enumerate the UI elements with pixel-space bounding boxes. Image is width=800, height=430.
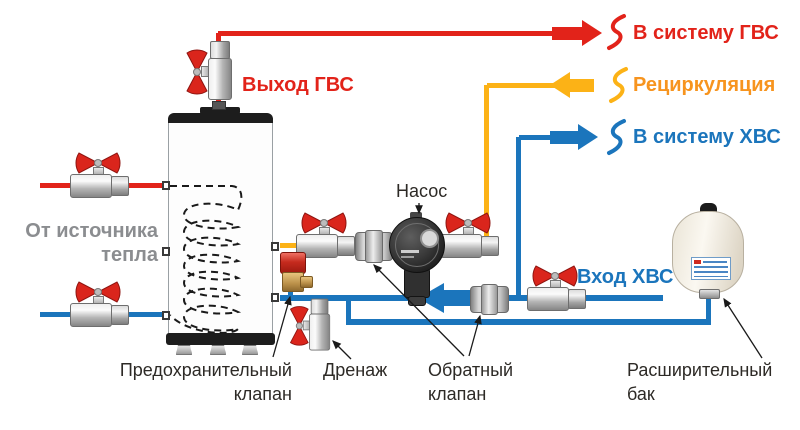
boiler-stub-heat-in — [162, 181, 170, 190]
pipe-bypass-riser — [346, 299, 351, 324]
check-valve-line2: клапан — [428, 384, 487, 404]
valve-handle-icon — [186, 49, 208, 95]
boiler-foot — [176, 345, 192, 355]
cold-check-valve — [470, 284, 509, 315]
valve-handle-icon — [75, 281, 121, 303]
recirc-valve-right — [440, 212, 499, 258]
valve-body — [208, 58, 232, 100]
heading-to-gvs: В систему ГВС — [633, 22, 779, 44]
valve-union-nut — [568, 289, 586, 309]
safety-valve-label: Предохранительный клапан — [100, 358, 292, 406]
expansion-tank-line2: бак — [627, 384, 655, 404]
drain-label: Дренаж — [323, 360, 388, 380]
boiler-foot — [242, 345, 258, 355]
pipe-recirc-vertical — [484, 85, 489, 248]
heading-gvs-outlet: Выход ГВС — [242, 74, 354, 96]
expansion-tank — [670, 200, 746, 302]
expansion-tank-label-stripes — [694, 266, 728, 277]
pump-terminal — [410, 212, 422, 219]
pipe-vessel-drop — [706, 297, 711, 321]
valve-union-nut — [337, 236, 355, 256]
heat-supply-valve — [70, 152, 129, 198]
pipe-hvs-vertical — [516, 137, 521, 297]
valve-union-nut — [210, 41, 230, 59]
expansion-tank-air-valve — [700, 203, 717, 213]
hvs-flow-arrowhead-icon — [578, 124, 598, 150]
check-valve-label: Обратный клапан — [428, 358, 513, 406]
valve-handle-icon — [445, 212, 491, 234]
boiler-top-fitting — [200, 107, 240, 114]
valve-body — [309, 313, 331, 351]
pipe-bypass-lower — [346, 319, 711, 325]
heading-hvs-inlet: Вход ХВС — [577, 266, 674, 288]
safety-valve-cap — [280, 252, 306, 274]
expansion-tank-fitting — [699, 289, 720, 299]
valve-body — [70, 303, 112, 327]
hvs-flow-arrow-icon — [550, 131, 578, 144]
valve-handle-icon — [301, 212, 347, 234]
pump-label-line — [401, 256, 414, 258]
heading-to-hvs: В систему ХВС — [633, 126, 781, 148]
pump — [388, 212, 446, 306]
pump-speed-dial — [420, 229, 439, 248]
gvs-flow-arrow-icon — [552, 27, 582, 40]
boiler-bottom-cap — [166, 333, 275, 345]
gvs-pipe-break-icon — [607, 14, 626, 50]
valve-body — [527, 287, 569, 311]
recirc-check-valve — [355, 230, 393, 263]
valve-handle-icon — [289, 306, 309, 346]
valve-union-nut — [111, 305, 129, 325]
valve-body — [440, 234, 482, 258]
check-valve-line1: Обратный — [428, 360, 514, 380]
expansion-tank-body — [672, 211, 744, 293]
drain-valve — [289, 298, 331, 351]
safety-valve — [279, 250, 313, 297]
recirc-flow-arrow-icon — [570, 79, 594, 92]
check-valve-band — [365, 230, 383, 263]
boiler-foot — [210, 345, 226, 355]
hvs-inlet-valve — [527, 265, 586, 311]
boiler-stub-heat-out — [162, 311, 170, 320]
expansion-tank-text-label: Расширительный бак — [627, 358, 772, 406]
heading-recirculation: Рециркуляция — [633, 74, 776, 96]
expansion-tank-label-line — [703, 261, 727, 263]
pump-label: Насос — [396, 181, 448, 201]
safety-valve-line2: клапан — [233, 384, 292, 404]
heat-source-label: От источника тепла — [20, 219, 158, 267]
gvs-outlet-valve — [186, 41, 232, 100]
heat-source-line2: тепла — [101, 244, 158, 266]
safety-valve-outlet — [300, 276, 313, 288]
valve-union-nut — [310, 298, 329, 315]
valve-handle-icon — [532, 265, 578, 287]
recirc-flow-arrowhead-icon — [550, 72, 570, 98]
expansion-tank-label-logo — [694, 260, 701, 264]
boiler-stub-recirc — [271, 242, 279, 251]
valve-handle-icon — [75, 152, 121, 174]
safety-valve-line1: Предохранительный — [119, 360, 292, 380]
hvs-pipe-break-icon — [607, 119, 626, 155]
boiler-top-nipple — [212, 101, 226, 110]
recirc-pipe-break-icon — [609, 67, 628, 103]
inlet-flow-arrow-icon — [444, 290, 472, 306]
pipe-hvs-top — [519, 135, 552, 140]
expansion-tank-label — [691, 257, 731, 280]
boiler-top-cap — [168, 113, 273, 123]
heat-return-valve — [70, 281, 129, 327]
gvs-flow-arrowhead-icon — [582, 20, 602, 46]
boiler-tank — [162, 101, 279, 355]
boiler-stub-sensor — [162, 247, 170, 256]
boiler-shell — [168, 121, 273, 337]
pump-label-line — [401, 250, 419, 253]
pump-base — [408, 296, 426, 306]
check-valve-band — [480, 284, 499, 315]
boiler-stub-cold-in — [271, 293, 279, 302]
valve-union-nut — [481, 236, 499, 256]
heat-source-line1: От источника — [25, 220, 158, 242]
valve-union-nut — [111, 176, 129, 196]
pipe-gvs-main — [218, 31, 555, 36]
expansion-tank-line1: Расширительный — [627, 360, 773, 380]
valve-body — [70, 174, 112, 198]
pipe-recirc-top — [487, 83, 555, 88]
pipe-safety-stub — [288, 289, 293, 297]
